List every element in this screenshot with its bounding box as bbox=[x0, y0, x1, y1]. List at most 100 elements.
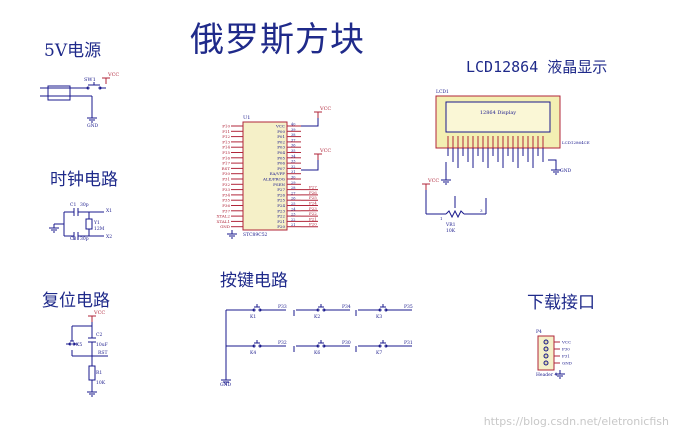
switch-contact bbox=[72, 342, 76, 346]
mcu-left-pin-label: P17 bbox=[222, 161, 230, 166]
switch-contact bbox=[258, 308, 262, 312]
mcu-left-pin-label: P32 bbox=[222, 182, 230, 187]
mcu-right-pin-label: P21 bbox=[277, 219, 285, 224]
mcu-right-pin-label: PSEN bbox=[273, 182, 285, 187]
mcu-pin-number: 38 bbox=[291, 133, 295, 137]
potentiometer-vr1 bbox=[445, 209, 465, 219]
key-net-label: P34 bbox=[342, 304, 351, 310]
mcu-left-pin-label: P11 bbox=[222, 129, 230, 134]
crystal-y1 bbox=[85, 218, 93, 230]
mcu-pin-number: 31 bbox=[291, 170, 295, 174]
wire bbox=[301, 118, 319, 127]
key-label: K1 bbox=[250, 314, 256, 320]
mcu-pin-number: 33 bbox=[291, 160, 295, 164]
r1-label: R1 bbox=[96, 370, 102, 376]
mcu-right-pin-label: P22 bbox=[277, 214, 285, 219]
mcu-pin-number: 29 bbox=[291, 181, 295, 185]
switch-contact bbox=[378, 344, 382, 348]
power-switch-label: SW1 bbox=[84, 77, 96, 83]
mcu-net-label: P22 bbox=[309, 211, 317, 216]
mcu-right-pin-label: P02 bbox=[277, 139, 285, 144]
mcu-right-pin-label: P06 bbox=[277, 161, 285, 166]
mcu-right-pin-label: P07 bbox=[277, 166, 285, 171]
mcu-pin-number: 36 bbox=[291, 144, 295, 148]
mcu-net-label: P20 bbox=[309, 222, 317, 227]
switch-contact bbox=[378, 308, 382, 312]
mcu-pin-number: 39 bbox=[291, 128, 295, 132]
mcu-right-pin-label: P00 bbox=[277, 129, 285, 134]
mcu-net-label: P25 bbox=[309, 195, 317, 200]
mcu-left-pin-label: P36 bbox=[222, 203, 230, 208]
mcu-left-pin-label: P12 bbox=[222, 134, 230, 139]
mcu-right-pin-label: P01 bbox=[277, 134, 285, 139]
mcu-pin-number: 23 bbox=[291, 213, 295, 217]
mcu-part-label: STC89C52 bbox=[243, 232, 268, 238]
mcu-left-pin-label: P14 bbox=[222, 145, 230, 150]
mcu-left-pin-label: P34 bbox=[222, 192, 230, 197]
mcu-left-pin-label: P13 bbox=[222, 139, 230, 144]
header-pin-label: P31 bbox=[562, 354, 570, 359]
section-lcd-label: LCD12864 液晶显示 bbox=[466, 58, 608, 76]
x1-label: X1 bbox=[106, 208, 112, 214]
mcu-left-pin-label: P16 bbox=[222, 155, 230, 160]
mcu-net-label: P26 bbox=[309, 190, 317, 195]
vcc-label: VCC bbox=[93, 310, 105, 316]
header-pin bbox=[543, 353, 549, 359]
y1-label: Y1 bbox=[93, 220, 100, 226]
mcu-left-pin-label: P10 bbox=[222, 124, 230, 129]
mcu-left-pin-label: XTAL1 bbox=[217, 219, 230, 224]
mcu-left-pin-label: XTAL2 bbox=[217, 214, 231, 219]
vr1-label: VR1 bbox=[445, 222, 456, 228]
mcu-pin-number: 26 bbox=[291, 197, 295, 201]
switch-contact bbox=[98, 86, 102, 90]
key-label: K7 bbox=[376, 350, 382, 356]
c2-label: C2 bbox=[96, 332, 102, 338]
mcu-net-label: P21 bbox=[309, 216, 317, 221]
vr1-pin-label: 1 bbox=[440, 216, 443, 221]
vcc-label: VCC bbox=[319, 106, 331, 112]
mcu-pin-number: 27 bbox=[291, 191, 295, 195]
key-label: K2 bbox=[314, 314, 320, 320]
mcu-right-pin-label: P03 bbox=[277, 145, 285, 150]
header-body bbox=[537, 335, 555, 371]
mcu-pin-number: 24 bbox=[291, 207, 296, 211]
mcu-right-pin-label: ALE/PROG bbox=[262, 177, 285, 182]
mcu-right-pin-label: P27 bbox=[277, 187, 285, 192]
switch-contact bbox=[322, 308, 326, 312]
mcu-right-pin-label: P24 bbox=[277, 203, 285, 208]
key-label: K6 bbox=[314, 350, 320, 356]
watermark: https://blog.csdn.net/eletronicfish bbox=[483, 415, 669, 428]
rst-label: RST bbox=[98, 350, 107, 356]
header-pin bbox=[543, 360, 549, 366]
key-net-label: P33 bbox=[278, 304, 287, 310]
reset-key-label: K5 bbox=[76, 342, 82, 348]
switch-contact bbox=[384, 308, 388, 312]
switch-contact bbox=[258, 344, 262, 348]
mcu-left-pin-label: P15 bbox=[222, 150, 230, 155]
c1-label: C1 bbox=[70, 202, 76, 208]
mcu-left-pin-label: P35 bbox=[222, 198, 230, 203]
x2-label: X2 bbox=[106, 234, 112, 240]
header-pin bbox=[543, 339, 549, 345]
c3-label: C3 bbox=[70, 236, 76, 242]
mcu-right-pin-label: EA/VPP bbox=[270, 171, 286, 176]
lcd-gnd-label: GND bbox=[560, 168, 572, 174]
c1-value: 30p bbox=[80, 202, 89, 208]
mcu-right-pin-label: P23 bbox=[277, 208, 285, 213]
lcd-display-label: 12864 Display bbox=[480, 110, 516, 116]
mcu-right-pin-label: P26 bbox=[277, 192, 285, 197]
header-pin-label: GND bbox=[562, 361, 572, 366]
key-label: K3 bbox=[376, 314, 382, 320]
power-jack bbox=[47, 85, 71, 101]
switch-contact bbox=[322, 344, 326, 348]
vcc-label: VCC bbox=[107, 72, 119, 78]
mcu-pin-number: 30 bbox=[291, 176, 295, 180]
section-power-label: 5V电源 bbox=[44, 41, 102, 61]
resistor-r1 bbox=[88, 365, 96, 381]
mcu-left-pin-label: RST bbox=[222, 166, 231, 171]
mcu-pin-number: 21 bbox=[291, 223, 295, 227]
section-download-label: 下载接口 bbox=[527, 293, 595, 313]
mcu-left-pin-label: P30 bbox=[222, 171, 230, 176]
lcd-ref: LCD1 bbox=[436, 89, 449, 95]
mcu-left-pin-label: GND bbox=[220, 224, 230, 229]
